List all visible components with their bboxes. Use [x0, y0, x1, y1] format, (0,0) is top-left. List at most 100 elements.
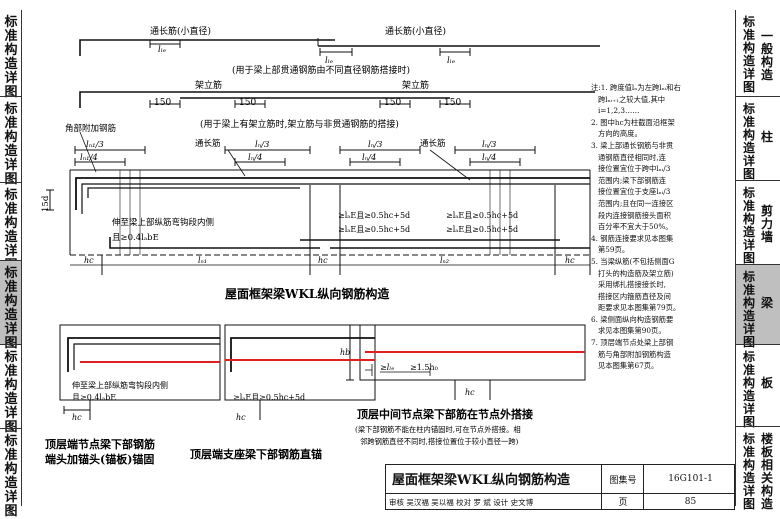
right-tab-right-label: 柱: [760, 130, 773, 144]
lap-label-2: lₗₑ: [325, 56, 333, 66]
hc-3: hc: [565, 256, 575, 265]
right-tab-right-label: 剪力墙: [760, 204, 773, 244]
right-tab-right-label: 楼板相关构造: [760, 432, 773, 511]
right-tab-left-label: 标准构造详图: [742, 102, 755, 181]
ln1-label: lₙ₁: [198, 256, 207, 265]
dim-15d: 15d: [41, 195, 51, 212]
left-tab-label: 标准构造详图: [4, 350, 18, 435]
left-tab-6[interactable]: 标准构造详图: [0, 428, 22, 519]
br-note-2: 邻跨钢筋直径不同时,搭接位置位于较小直径一跨): [360, 437, 519, 446]
erect-label-1: 架立筋: [195, 79, 222, 91]
erect-label-2: 架立筋: [402, 79, 429, 91]
overlap-2: 150: [239, 98, 256, 108]
right-tab-right-label: 梁: [760, 296, 773, 310]
tb-page-no: 85: [643, 493, 737, 510]
note-line: 6. 梁侧面纵向构造钢筋要: [591, 314, 674, 324]
ln-4-label-1: lₙ/4: [248, 153, 262, 163]
bl-cond: ≥lₐE且≥0.5hc+5d: [233, 393, 305, 402]
br-note-1: (梁下部钢筋不能在柱内锚固时,可在节点外搭接。相: [355, 425, 521, 434]
bl-anchor-1: 伸至梁上部纵筋弯钩段内侧: [72, 380, 168, 390]
note-line: 4. 钢筋连接要求见本图集: [591, 233, 674, 243]
right-tab-column[interactable]: 标准构造详图 柱: [735, 96, 780, 181]
note-line: 方向的高度。: [591, 129, 642, 139]
notes-panel: 注:1. 跨度值lₙ为左跨lₙᵢ和右 跨lₙᵢ₊₁之较大值,其中 i=1,2,3…: [591, 82, 731, 372]
note-line: 见本图集第67页。: [591, 361, 659, 371]
note-line: 筋与角部附加钢筋构造: [591, 349, 671, 359]
note-line: 打头的构造筋及架立筋): [591, 268, 674, 278]
br-hc: hc: [465, 388, 475, 397]
br-hb: hb: [340, 348, 350, 357]
note-line: 接位置宜位于跨中lₙᵢ/3: [591, 164, 671, 174]
hc-1: hc: [84, 256, 94, 265]
bl-hc-1: hc: [72, 413, 82, 422]
ln-3-label-1: lₙ/3: [255, 140, 269, 150]
title-block: 屋面框架梁WKL纵向钢筋构造 图集号 16G101-1 审核 吴汉福 吴以福 校…: [385, 464, 735, 510]
overlap-4: 150: [444, 98, 461, 108]
note-line: 注:1. 跨度值lₙ为左跨lₙᵢ和右: [591, 83, 681, 92]
br-dim2: ≥1.5h₀: [410, 363, 438, 372]
left-tab-2[interactable]: 标准构造详图: [0, 96, 22, 187]
right-tab-shear-wall[interactable]: 标准构造详图 剪力墙: [735, 180, 780, 265]
anchor-note-1: 伸至梁上部纵筋弯钩段内侧: [112, 217, 214, 228]
right-tab-left-label: 标准构造详图: [742, 432, 755, 511]
ln-4-label-2: lₙ/4: [362, 153, 376, 163]
note-line: 百分率不宜大于50%。: [591, 222, 673, 232]
note-line: 2. 图中hc为柱截面沿框架: [591, 117, 675, 127]
ln1-4-label: lₙ₁/4: [80, 153, 98, 163]
note-line: 距要求见本图集第79页。: [591, 303, 681, 313]
hc-2: hc: [318, 256, 328, 265]
bl-title2: 顶层端支座梁下部钢筋直锚: [190, 447, 322, 461]
tb-atlas-no: 16G101-1: [643, 465, 737, 493]
bl-hc-2: hc: [236, 413, 246, 422]
left-tab-label: 标准构造详图: [4, 266, 18, 351]
note-line: 段内连接钢筋接头面积: [591, 210, 671, 220]
note-line: 搭接区内箍筋直径及间: [591, 291, 671, 301]
tongchang-label-1: 通长筋: [195, 138, 221, 149]
corner-bar-label: 角部附加钢筋: [65, 123, 116, 134]
bl-anchor-2: 且≥0.4lₐbE: [72, 393, 116, 402]
right-tab-slab[interactable]: 标准构造详图 板: [735, 344, 780, 429]
note-line: 范围内;且在同一连接区: [591, 198, 674, 208]
main-diagram-title: 屋面框架梁WKL纵向钢筋构造: [225, 286, 390, 301]
note-line: 求见本图集第90页。: [591, 326, 666, 336]
note-line: 3. 梁上部通长钢筋与非贯: [591, 140, 674, 150]
cond-1b: ≥lₐE且≥0.5hc+5d: [338, 225, 410, 234]
tb-atlas-label: 图集号: [601, 465, 644, 493]
cond-2b: ≥lₐE且≥0.5hc+5d: [446, 225, 518, 234]
right-tab-right-label: 板: [760, 376, 773, 390]
br-title: 顶层中间节点梁下部筋在节点外搭接: [357, 407, 533, 421]
bar1-label: 通长筋(小直径): [150, 25, 211, 37]
ln2-label: lₙ₂: [440, 256, 449, 265]
right-tab-right-label: 一般构造: [760, 29, 773, 82]
note-line: 第59页。: [591, 245, 630, 255]
note-line: 范围内;梁下部钢筋连: [591, 175, 667, 185]
caption-2: (用于梁上有架立筋时,架立筋与非贯通钢筋的搭接): [200, 118, 399, 130]
tb-row2-text: 审核 吴汉福 吴以福 校对 罗 斌 设计 史文博: [389, 498, 534, 507]
right-tab-beam[interactable]: 标准构造详图 梁: [735, 264, 780, 349]
right-tab-general[interactable]: 标准构造详图 一般构造: [735, 10, 780, 96]
note-line: 接位置宜位于支座lₙᵢ/3: [591, 187, 671, 197]
note-line: 通钢筋直径相同时,连: [591, 152, 666, 162]
right-tab-left-label: 标准构造详图: [742, 270, 755, 349]
long-bar-left: [79, 39, 335, 56]
cond-2a: ≥lₐE且≥0.5hc+5d: [446, 211, 518, 220]
tongchang-label-2: 通长筋: [420, 138, 446, 149]
bl-title1-l2: 端头加锚头(锚板)锚固: [45, 452, 154, 466]
left-tab-5[interactable]: 标准构造详图: [0, 344, 22, 435]
ln-3-label-2: lₙ/3: [368, 140, 382, 150]
note-line: 5. 当梁纵筋(不包括侧面G: [591, 256, 675, 266]
br-lle: ≥lₗₑ: [380, 363, 394, 372]
left-tab-label: 标准构造详图: [4, 102, 18, 187]
right-tab-slab-related[interactable]: 标准构造详图 楼板相关构造: [735, 426, 780, 511]
ln-3-label-3: lₙ/3: [482, 140, 496, 150]
left-tab-4[interactable]: 标准构造详图: [0, 260, 22, 351]
note-line: 7. 顶层端节点处梁上部钢: [591, 338, 674, 348]
lap-label-3: lₗₑ: [447, 56, 455, 66]
right-tab-left-label: 标准构造详图: [742, 350, 755, 429]
lap-label-1: lₗₑ: [158, 45, 166, 55]
right-tab-left-label: 标准构造详图: [742, 15, 755, 94]
overlap-3: 150: [384, 98, 401, 108]
anchor-note-2: 且≥0.4lₐbE: [112, 233, 159, 243]
